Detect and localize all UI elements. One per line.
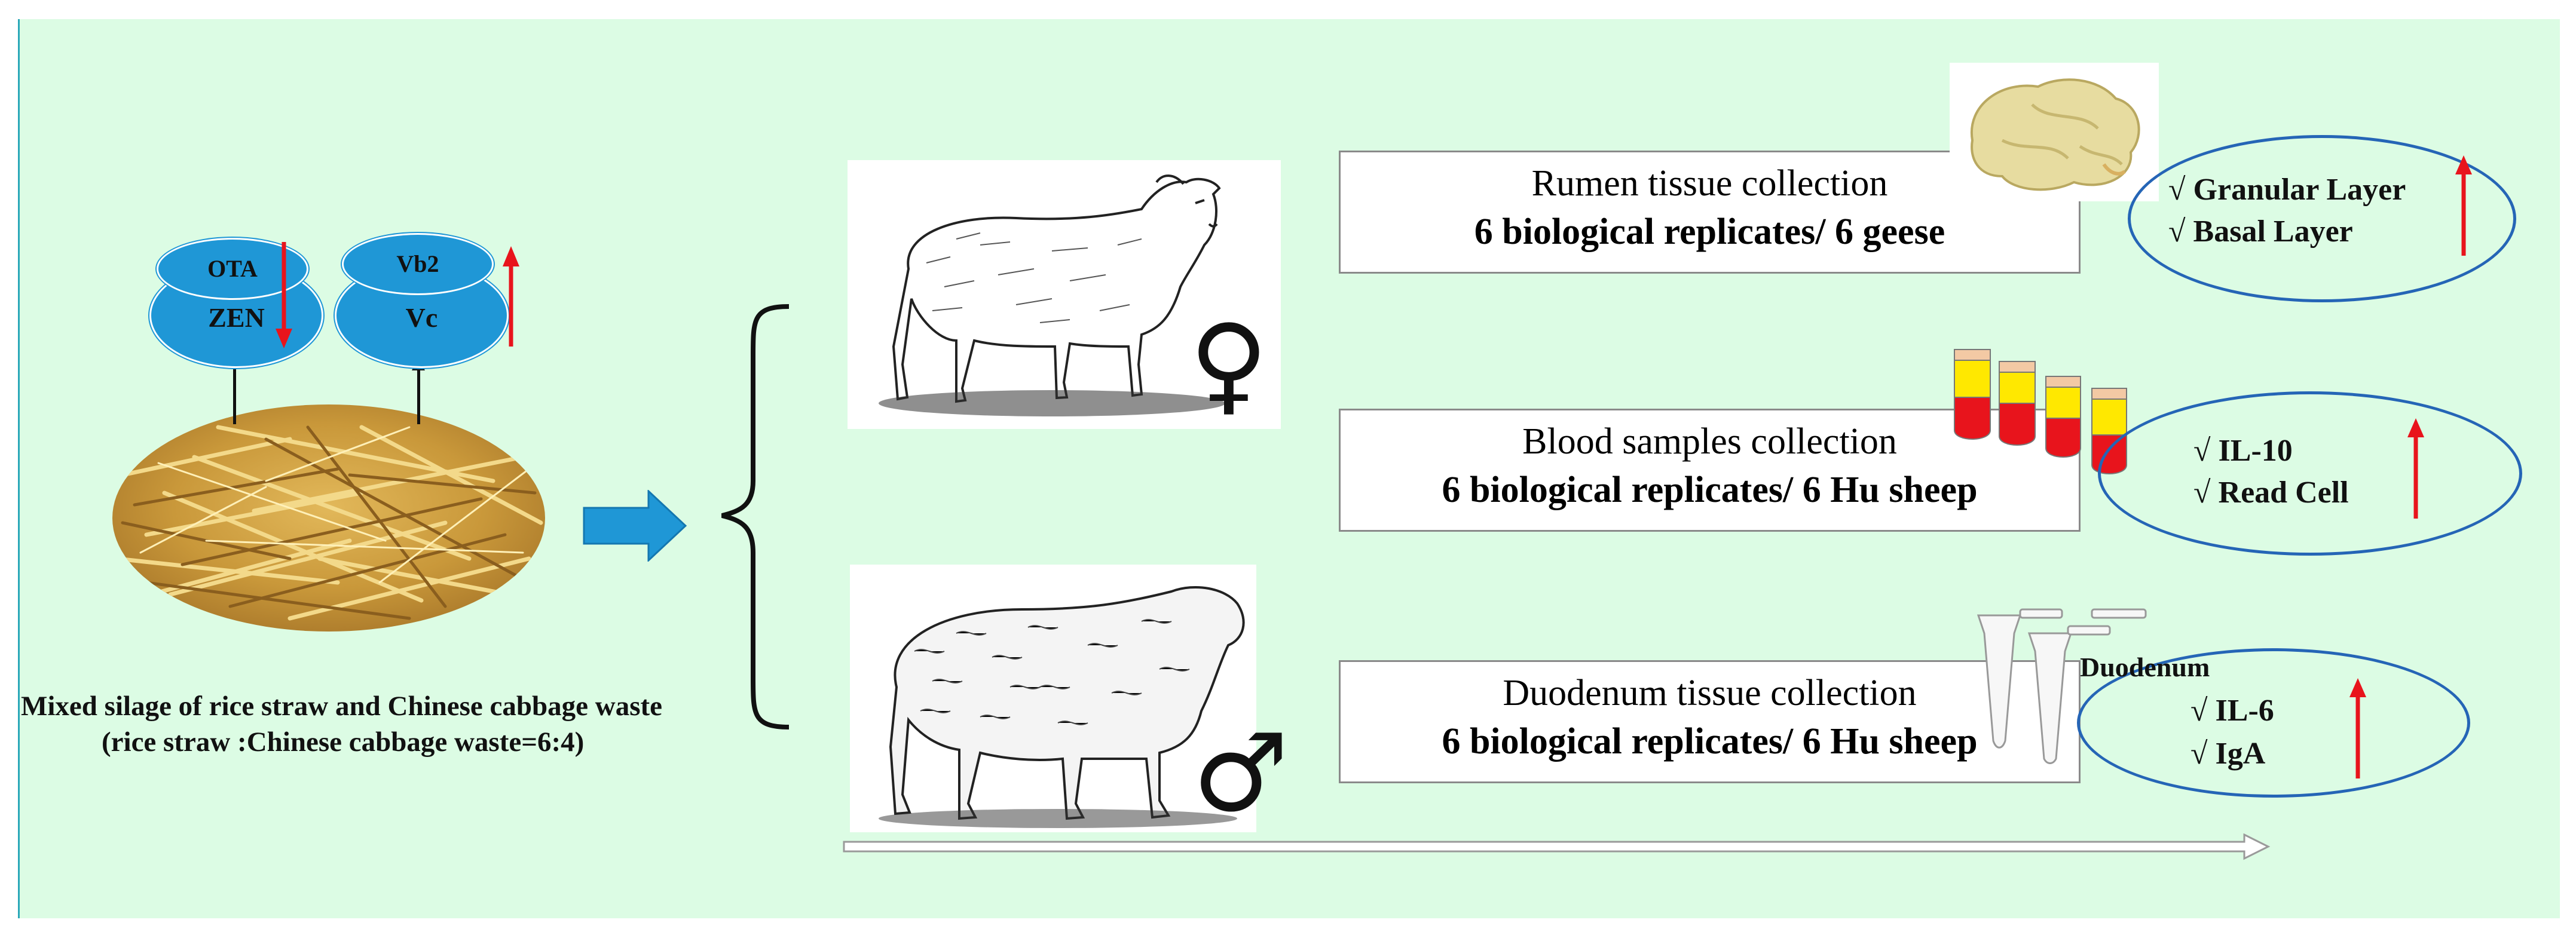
blood-results-ellipse — [2098, 391, 2522, 556]
male-symbol: ♂ — [1192, 711, 1289, 836]
increase-arrow-vitamins — [503, 246, 519, 347]
blood-increase-arrow — [2407, 418, 2424, 519]
rumen-result-2: √ Basal Layer — [2168, 214, 2353, 249]
female-sheep-drawing — [879, 174, 1225, 416]
duodenum-increase-arrow — [2349, 678, 2366, 778]
inhibit-line — [233, 358, 236, 424]
sample-tubes-icon — [1977, 608, 2147, 764]
female-symbol: ♀ — [1189, 302, 1268, 427]
vb2-label: Vb2 — [396, 250, 439, 277]
ota-label: OTA — [207, 255, 258, 282]
timeline-arrow — [843, 833, 2271, 860]
blue-block-arrow — [583, 490, 687, 562]
silage-caption-line1: Mixed silage of rice straw and Chinese c… — [21, 691, 663, 722]
vc-label: Vc — [405, 302, 438, 333]
straw-silage-image — [112, 404, 545, 632]
rumen-title: Rumen tissue collection — [1531, 163, 1888, 204]
rumen-tissue-icon — [1970, 78, 2140, 191]
duodenum-result-1: √ IL-6 — [2190, 694, 2274, 728]
decrease-arrow — [276, 242, 292, 348]
rumen-increase-arrow — [2455, 155, 2472, 256]
blood-replicates: 6 biological replicates/ 6 Hu sheep — [1442, 470, 1978, 510]
curly-brace — [721, 304, 790, 729]
duodenum-result-2: √ IgA — [2190, 737, 2266, 771]
blood-title: Blood samples collection — [1522, 421, 1897, 462]
duodenum-title: Duodenum tissue collection — [1503, 673, 1917, 713]
blood-tubes-icon — [1954, 349, 2127, 474]
promote-line — [417, 367, 420, 424]
rumen-result-1: √ Granular Layer — [2168, 173, 2406, 207]
duodenum-results-ellipse — [2077, 648, 2470, 798]
zen-label: ZEN — [208, 302, 265, 333]
vb2-disk: Vb2 — [342, 233, 494, 295]
duodenum-replicates: 6 biological replicates/ 6 Hu sheep — [1442, 721, 1978, 762]
rumen-results-ellipse — [2128, 135, 2516, 302]
duodenum-result-heading: Duodenum — [2080, 652, 2210, 682]
duodenum-collection-box: Duodenum tissue collection 6 biological … — [1339, 660, 2081, 783]
rumen-replicates: 6 biological replicates/ 6 geese — [1474, 211, 1945, 252]
blood-result-1: √ IL-10 — [2193, 434, 2293, 468]
male-sheep-drawing — [879, 586, 1245, 828]
silage-caption-line2: (rice straw :Chinese cabbage waste=6:4) — [102, 727, 585, 758]
blood-result-2: √ Read Cell — [2193, 476, 2349, 510]
